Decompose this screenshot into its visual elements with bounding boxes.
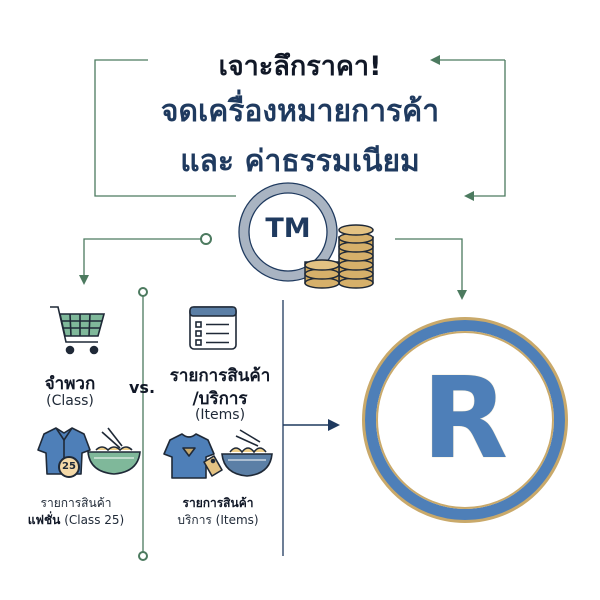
title-line-2: จดเครื่องหมายการค้า	[160, 94, 440, 129]
branch-right	[395, 238, 467, 300]
example-right-caption-line-1: รายการสินค้า	[182, 496, 254, 510]
tm-ring	[238, 182, 338, 282]
title-bracket-left	[94, 59, 236, 197]
title-line-1: เจาะลึกราคา!	[218, 51, 382, 82]
versus-label: vs.	[128, 378, 156, 397]
title-line-3: และ ค่าธรรมเนียม	[180, 144, 420, 179]
registered-ring	[362, 317, 568, 523]
class-sublabel: (Class)	[46, 393, 94, 409]
tm-symbol-text: TM	[265, 213, 311, 244]
example-left-caption-rest: (Class 25)	[64, 513, 125, 527]
branch-left	[79, 238, 206, 285]
items-label-line-2: /บริการ	[192, 389, 248, 409]
coin-stack-icon	[304, 224, 374, 289]
items-sublabel: (Items)	[194, 407, 246, 423]
separator-node-bottom	[138, 551, 148, 561]
example-left-caption-bold: แฟชั่น	[27, 513, 61, 527]
registered-symbol-letter: R	[421, 354, 509, 484]
list-document-icon	[189, 306, 237, 350]
items-label-line-1: รายการสินค้า	[169, 366, 271, 386]
noodle-bowl-icon-right	[221, 429, 273, 477]
example-left-caption-line-1: รายการสินค้า	[40, 496, 112, 510]
shopping-cart-icon	[50, 306, 106, 355]
title-bracket-right-top	[464, 60, 506, 201]
branch-node-left	[200, 233, 212, 245]
noodle-bowl-icon	[87, 427, 141, 475]
example-right-caption-line-2: บริการ (Items)	[177, 513, 259, 527]
class-label: จำพวก	[44, 374, 96, 394]
class-25-badge: 25	[58, 456, 80, 478]
tshirt-tag-icon	[163, 433, 223, 479]
separator-node-top	[138, 287, 148, 297]
example-left-caption-line-2: แฟชั่น (Class 25)	[10, 511, 142, 530]
